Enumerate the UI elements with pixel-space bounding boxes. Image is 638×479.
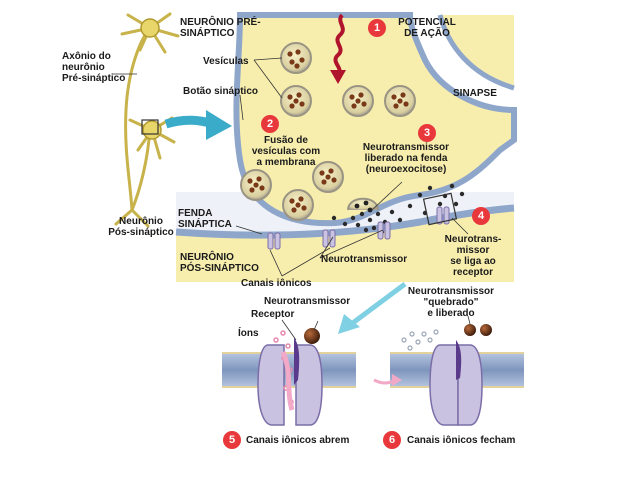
label-action-potential: POTENCIAL DE AÇÃO	[398, 17, 456, 39]
vesicle	[342, 85, 374, 117]
label-synaptic-cleft: FENDA SINÁPTICA	[178, 208, 232, 230]
label-nt-binds: Neurotrans- missor se liga ao receptor	[444, 234, 502, 278]
vesicle	[280, 42, 312, 74]
vesicles	[240, 42, 416, 221]
label-fusion: Fusão de vesículas com a membrana	[251, 135, 321, 168]
label-presynaptic-neuron: NEURÔNIO PRÉ- SINÁPTICO	[180, 17, 261, 39]
presynaptic-cytoplasm-right	[440, 15, 514, 88]
inset-arrow	[338, 281, 407, 334]
step-badge-5: 5	[223, 431, 241, 449]
membrane-receptors	[267, 206, 450, 250]
label-inset-receptor: Receptor	[251, 309, 295, 320]
receptor-highlight-box	[422, 192, 458, 226]
label-ions: Íons	[238, 328, 259, 339]
label-vesicles: Vesículas	[203, 56, 249, 67]
step-badge-6: 6	[383, 431, 401, 449]
vesicle	[240, 169, 272, 201]
label-ion-channels: Canais iônicos	[241, 278, 312, 289]
ion-channel	[267, 232, 281, 250]
label-nt-broken: Neurotransmissor "quebrado" e liberado	[407, 286, 495, 319]
neuron-illustration	[112, 12, 232, 228]
step-badge-4: 4	[472, 207, 490, 225]
step-badge-3: 3	[418, 124, 436, 142]
label-channels-open: Canais iônicos abrem	[246, 435, 350, 446]
leader-lines	[235, 57, 469, 277]
main-panel	[175, 12, 517, 283]
label-postsynaptic-neuron: NEURÔNIO PÓS-SINÁPTICO	[180, 252, 259, 274]
vesicle	[280, 85, 312, 117]
label-channels-close: Canais iônicos fecham	[407, 435, 516, 446]
inset-channels-close	[373, 315, 524, 426]
inset-channels-open	[222, 319, 356, 426]
label-postsynaptic-neuron-small: Neurônio Pós-sináptico	[108, 216, 174, 238]
vesicle	[384, 85, 416, 117]
postsynaptic-cytoplasm	[176, 208, 514, 282]
label-synaptic-button: Botão sináptico	[183, 86, 259, 97]
ion-channel	[377, 221, 391, 240]
fusing-vesicle	[347, 197, 379, 213]
vesicle	[312, 161, 344, 193]
label-synapse: SINAPSE	[453, 88, 497, 99]
ion-channel	[436, 206, 450, 225]
step-badge-2: 2	[261, 115, 279, 133]
label-inset-neurotransmitter: Neurotransmissor	[264, 296, 351, 307]
action-potential-arrow	[333, 13, 345, 76]
label-axon: Axônio do neurônio Pré-sináptico	[62, 51, 126, 84]
vesicle	[282, 189, 314, 221]
step-badge-1: 1	[368, 19, 386, 37]
label-neurotransmitter: Neurotransmissor	[321, 254, 408, 265]
label-nt-released: Neurotransmissor liberado na fenda (neur…	[362, 142, 450, 175]
